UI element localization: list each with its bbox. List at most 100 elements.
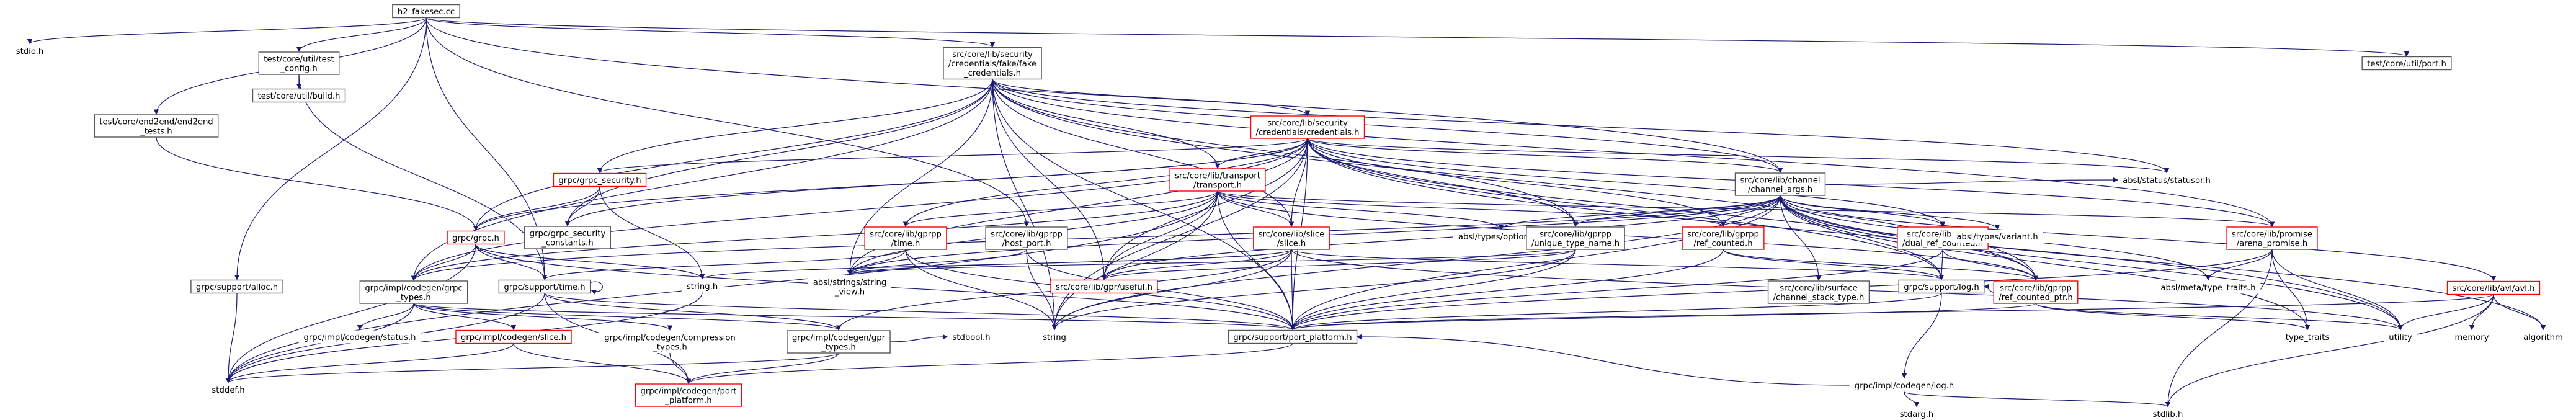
- dependency-edge: [1307, 138, 1783, 173]
- node-label: test/core/end2end/end2end: [99, 118, 213, 127]
- node-label: src/core/lib/gprpp: [870, 230, 942, 239]
- node-memory[interactable]: memory: [2449, 330, 2494, 344]
- node-gprtypes[interactable]: grpc/impl/codegen/gpr_types.h: [787, 330, 891, 354]
- node-label: /credentials/credentials.h: [1255, 128, 1359, 138]
- node-secconst[interactable]: grpc/grpc_security_constants.h: [524, 226, 611, 249]
- node-label: absl/strings/string: [813, 279, 886, 288]
- node-label: _tests.h: [140, 127, 172, 136]
- node-stddef[interactable]: stddef.h: [207, 383, 250, 396]
- node-cslice[interactable]: grpc/impl/codegen/slice.h: [455, 329, 572, 344]
- node-arena[interactable]: src/core/lib/promise/arena_promise.h: [2226, 226, 2318, 250]
- node-fakecred[interactable]: src/core/lib/security/credentials/fake/f…: [943, 47, 1042, 80]
- node-uniq[interactable]: src/core/lib/gprpp/unique_type_name.h: [1526, 226, 1625, 250]
- node-label: absl/types/variant.h: [1956, 233, 2038, 242]
- node-label: /ref_counted_ptr.h: [1999, 293, 2073, 303]
- node-stdio[interactable]: stdio.h: [11, 44, 49, 58]
- node-cred[interactable]: src/core/lib/security/credentials/creden…: [1250, 115, 1365, 139]
- node-box: [2226, 226, 2318, 250]
- dependency-edge: [2035, 303, 2403, 331]
- node-status[interactable]: grpc/impl/codegen/status.h: [298, 330, 421, 344]
- dependency-edge: [992, 79, 1058, 331]
- node-layer: h2_fakesec.cc stdio.h grpc/support/alloc.h…: [11, 4, 2568, 420]
- node-box: [864, 226, 947, 250]
- node-alloc[interactable]: grpc/support/alloc.h: [190, 279, 283, 294]
- node-stringh[interactable]: string.h: [681, 279, 723, 293]
- node-label: src/core/lib/gprpp: [1540, 230, 1611, 239]
- node-stdarg[interactable]: stdarg.h: [1894, 407, 1939, 420]
- dependency-edge: [905, 249, 1058, 331]
- node-label: grpc/grpc_security: [530, 230, 606, 239]
- node-box: [943, 47, 1042, 80]
- node-string[interactable]: string: [1038, 330, 1071, 344]
- node-box: [1767, 280, 1870, 304]
- node-portplat[interactable]: grpc/support/port_platform.h: [1228, 329, 1358, 344]
- dependency-edge: [2271, 249, 2404, 331]
- node-label: absl/types/optional.h: [1458, 233, 1544, 242]
- node-suptime[interactable]: grpc/support/time.h: [498, 279, 591, 294]
- dependency-edge: [1780, 195, 1946, 227]
- node-metatype[interactable]: absl/meta/type_traits.h: [2155, 280, 2261, 294]
- node-label: _types.h: [821, 343, 855, 352]
- node-stdbool[interactable]: stdbool.h: [947, 330, 996, 344]
- node-label: _platform.h: [664, 396, 711, 406]
- dependency-edge: [226, 352, 839, 383]
- node-label: /credentials/fake/fake: [948, 60, 1036, 69]
- node-label: src/core/lib/transport: [1175, 172, 1260, 181]
- node-avl[interactable]: src/core/lib/avl/avl.h: [2446, 280, 2541, 295]
- node-gtime[interactable]: src/core/lib/gprpp/time.h: [864, 226, 947, 250]
- node-refcounted[interactable]: src/core/lib/gprpp/ref_counted.h: [1682, 226, 1765, 250]
- node-box: [635, 383, 742, 407]
- dependency-edge: [544, 293, 842, 331]
- node-statusor[interactable]: absl/status/statusor.h: [2118, 173, 2216, 187]
- dependency-edge: [992, 79, 1295, 227]
- node-build[interactable]: test/core/util/build.h: [252, 88, 346, 103]
- dependency-edge: [2271, 249, 2311, 331]
- dependency-edge: [564, 138, 1308, 226]
- node-label: src/core/lib/gprpp: [991, 230, 1063, 239]
- node-useful[interactable]: src/core/lib/gpr/useful.h: [1050, 279, 1158, 294]
- dependency-edge: [1723, 249, 2039, 281]
- node-label: stdio.h: [16, 47, 43, 56]
- node-clog[interactable]: grpc/impl/codegen/log.h: [1849, 378, 1959, 392]
- node-refptr[interactable]: src/core/lib/gprpp/ref_counted_ptr.h: [1993, 280, 2079, 304]
- node-label: /ref_counted.h: [1693, 239, 1752, 249]
- node-label: src/core/lib/gprpp: [2000, 284, 2072, 293]
- dependency-edge: [411, 195, 1781, 281]
- node-stdlib[interactable]: stdlib.h: [2147, 407, 2188, 420]
- node-grpch[interactable]: grpc/grpc.h: [447, 230, 505, 245]
- node-grpcsec[interactable]: grpc/grpc_security.h: [553, 172, 647, 187]
- node-label: grpc/impl/codegen/grpc: [365, 284, 462, 293]
- node-typetraits[interactable]: type_traits: [2280, 330, 2335, 344]
- node-testconfig[interactable]: test/core/util/test_config.h: [258, 51, 340, 75]
- node-root[interactable]: h2_fakesec.cc: [392, 4, 460, 19]
- dependency-edge: [1217, 190, 1726, 227]
- node-label: /slice.h: [1277, 239, 1306, 249]
- dependency-edge: [902, 190, 1218, 227]
- node-box: [947, 330, 996, 344]
- node-variant[interactable]: absl/types/variant.h: [1951, 230, 2043, 243]
- node-label: grpc/support/port_platform.h: [1233, 333, 1352, 342]
- node-transport[interactable]: src/core/lib/transport/transport.h: [1169, 168, 1266, 192]
- node-label: /arena_promise.h: [2237, 239, 2307, 249]
- dependency-edge: [1217, 190, 1295, 227]
- node-port[interactable]: test/core/util/port.h: [2361, 56, 2452, 71]
- node-box: [1050, 279, 1158, 294]
- node-label: src/core/lib/slice: [1259, 230, 1324, 239]
- node-comptypes[interactable]: grpc/impl/codegen/compression_types.h: [599, 331, 741, 353]
- node-grpctypes[interactable]: grpc/impl/codegen/grpc_types.h: [359, 280, 468, 304]
- node-slice[interactable]: src/core/lib/slice/slice.h: [1253, 226, 1330, 250]
- node-algorithm[interactable]: algorithm: [2518, 330, 2568, 344]
- node-optional[interactable]: absl/types/optional.h: [1453, 230, 1549, 243]
- dependency-edge: [1217, 190, 1296, 331]
- node-stringview[interactable]: absl/strings/string_view.h: [808, 275, 892, 298]
- node-utility[interactable]: utility: [2384, 330, 2417, 344]
- node-hostport[interactable]: src/core/lib/gprpp/host_port.h: [985, 226, 1068, 250]
- dependency-edge: [1780, 195, 1945, 280]
- node-log[interactable]: grpc/support/log.h: [1898, 279, 1985, 294]
- node-stack[interactable]: src/core/lib/surface/channel_stack_type.…: [1767, 280, 1870, 304]
- dependency-edge: [1217, 190, 2275, 227]
- node-chanargs[interactable]: src/core/lib/channel/channel_args.h: [1734, 172, 1826, 196]
- node-end2end[interactable]: test/core/end2end/end2end_tests.h: [94, 114, 219, 138]
- node-cportplat[interactable]: grpc/impl/codegen/port_platform.h: [635, 383, 742, 407]
